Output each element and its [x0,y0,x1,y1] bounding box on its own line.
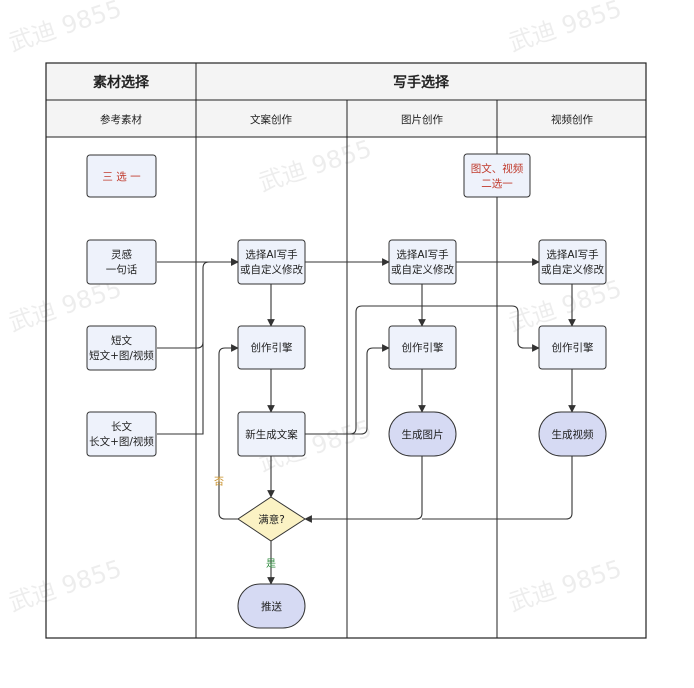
video-select-ai-line-1: 选择AI写手 [546,248,598,261]
edge-label-yes: 是 [266,558,276,570]
lane-title-image: 图片创作 [401,113,443,126]
new-copy-label: 新生成文案 [245,428,298,441]
edge-label-no: 否 [214,476,224,488]
generate-video-label: 生成视频 [552,428,594,441]
satisfied-decision [237,496,306,542]
header-material-selection: 素材选择 [93,74,150,91]
generate-video-terminal [538,411,607,457]
inspiration-line-2: 一句话 [106,263,138,276]
edge-image-to-satisfied [304,456,423,523]
image-video-choice-line-1: 图文、视频 [471,162,524,175]
long-text-box [86,411,157,457]
copy-select-ai-line-1: 选择AI写手 [245,248,297,261]
swimlane-table [45,62,647,639]
image-video-choice-line-2: 二选一 [481,177,513,190]
lane-title-copy: 文案创作 [250,113,292,126]
image-select-ai-box [388,239,457,285]
edge-short-to-copy-select [157,258,239,349]
edge-long-to-copy-select [157,342,204,435]
generate-image-terminal [388,411,457,457]
satisfied-label: 满意? [258,513,285,526]
generate-image-label: 生成图片 [402,428,444,441]
image-select-ai-line-2: 或自定义修改 [391,263,454,276]
video-engine-box [538,325,607,370]
video-select-ai-box [538,239,607,285]
image-engine-box [388,325,457,370]
video-select-ai-line-2: 或自定义修改 [541,263,604,276]
edge-video-to-satisfied [422,456,573,520]
copy-select-ai-box [237,239,306,285]
three-choose-one-box [86,154,157,198]
three-choose-one-label: 三 选 一 [102,170,141,183]
lane-title-reference: 参考素材 [100,113,142,126]
header-writer-selection: 写手选择 [393,74,450,91]
image-select-ai-line-1: 选择AI写手 [396,248,448,261]
image-video-choice-box [463,153,531,198]
connectors [157,258,576,585]
inspiration-box [86,239,157,285]
inspiration-line-1: 灵感 [111,248,132,261]
image-engine-label: 创作引擎 [402,341,444,354]
push-label: 推送 [261,600,282,613]
edge-new-copy-to-video-engine [305,305,540,435]
video-engine-label: 创作引擎 [552,341,594,354]
long-text-line-1: 长文 [111,420,132,433]
copy-engine-label: 创作引擎 [251,341,293,354]
push-terminal [237,583,306,629]
new-copy-box [237,411,306,457]
short-text-line-2: 短文+图/视频 [89,349,154,362]
lane-title-video: 视频创作 [551,113,593,126]
long-text-line-2: 长文+图/视频 [89,435,154,448]
edge-no-loop [218,344,239,520]
copy-select-ai-line-2: 或自定义修改 [240,263,303,276]
copy-engine-box [237,325,306,370]
short-text-line-1: 短文 [111,334,132,347]
short-text-box [86,325,157,371]
edge-new-copy-to-image-engine [305,344,390,435]
